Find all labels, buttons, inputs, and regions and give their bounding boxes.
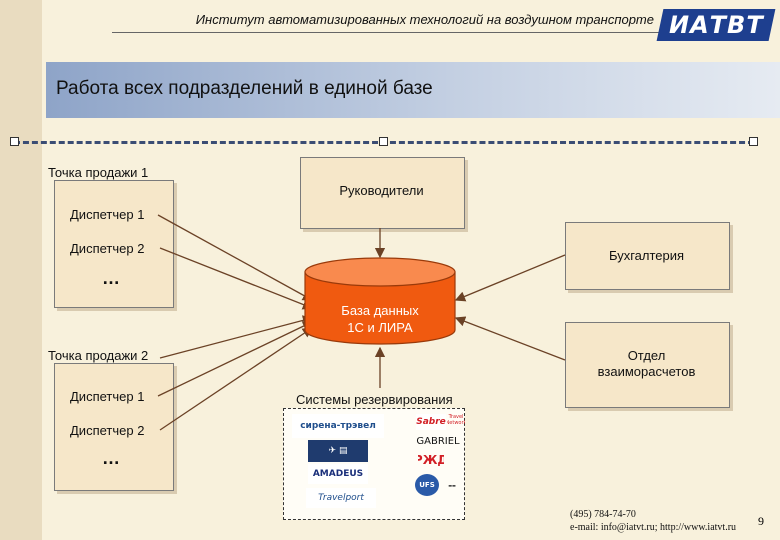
- travel-network-logo: Travel Network: [447, 414, 465, 426]
- footer-contacts: (495) 784-74-70 e-mail: info@iatvt.ru; h…: [570, 508, 736, 534]
- sales-point-1-box: [54, 180, 174, 308]
- sales-point-1-ellipsis: …: [102, 268, 122, 288]
- travelport-logo: Travelport: [306, 488, 376, 508]
- sales-point-1-dispatcher-1: Диспетчер 1: [70, 207, 145, 222]
- institute-name: Институт автоматизированных технологий н…: [195, 12, 654, 27]
- sirena-logo: сирена-трэвел: [292, 414, 384, 438]
- tais-logo: ✈ ▤: [308, 440, 368, 462]
- ufs-logo: UFS: [415, 474, 439, 496]
- arrow-settlements-db: [454, 316, 566, 361]
- rzd-logo: РЖД: [418, 453, 444, 467]
- sales-point-1-title: Точка продажи 1: [48, 165, 149, 180]
- settlements-box: [565, 322, 730, 408]
- database-label-line1: База данных: [341, 303, 419, 318]
- arrow-accounting-db: [454, 254, 566, 302]
- sales-point-2-title: Точка продажи 2: [48, 348, 149, 363]
- database-cylinder-top: [304, 257, 456, 287]
- divider-marker-right: [749, 137, 758, 146]
- arrow-sp1-d2: [159, 247, 314, 310]
- arrow-sp2-d1: [157, 321, 314, 397]
- title-band: [46, 62, 780, 118]
- arrow-sp2-title: [159, 315, 314, 359]
- managers-label: Руководители: [339, 183, 424, 198]
- divider-marker-center: [379, 137, 388, 146]
- header-underline: [112, 10, 660, 33]
- database-cylinder-body: [304, 271, 456, 345]
- slide-title: Работа всех подразделений в единой базе: [56, 78, 433, 99]
- gabriel-logo: GABRIEL: [416, 435, 460, 447]
- sales-point-2-dispatcher-1: Диспетчер 1: [70, 389, 145, 404]
- sales-point-1-dispatcher-2: Диспетчер 2: [70, 241, 145, 256]
- ufs-caption-icon: ▬▬: [448, 482, 456, 488]
- managers-box: [300, 157, 465, 229]
- arrow-sp2-d2: [159, 327, 314, 431]
- footer-phone: (495) 784-74-70: [570, 509, 636, 520]
- sales-point-2-box: [54, 363, 174, 491]
- database-label-line2: 1С и ЛИРА: [347, 320, 413, 335]
- reservations-title: Системы резервирования: [296, 392, 453, 407]
- sabre-logo: Sabre: [416, 414, 446, 430]
- footer-email-web: e-mail: info@iatvt.ru; http://www.iatvt.…: [570, 522, 737, 533]
- settlements-label-line1: Отдел: [627, 348, 666, 363]
- accounting-box: [565, 222, 730, 290]
- sales-point-2-ellipsis: …: [102, 448, 122, 468]
- left-decor-strip: [0, 0, 42, 540]
- database-label: База данных 1С и ЛИРА: [305, 302, 455, 336]
- amadeus-logo: AMADEUS: [308, 464, 368, 484]
- page-number: 9: [758, 514, 764, 528]
- divider-marker-left: [10, 137, 19, 146]
- sales-point-2-dispatcher-2: Диспетчер 2: [70, 423, 145, 438]
- accounting-label: Бухгалтерия: [608, 248, 685, 263]
- settlements-label-line2: взаиморасчетов: [597, 364, 696, 379]
- arrow-sp1-d1: [157, 214, 314, 301]
